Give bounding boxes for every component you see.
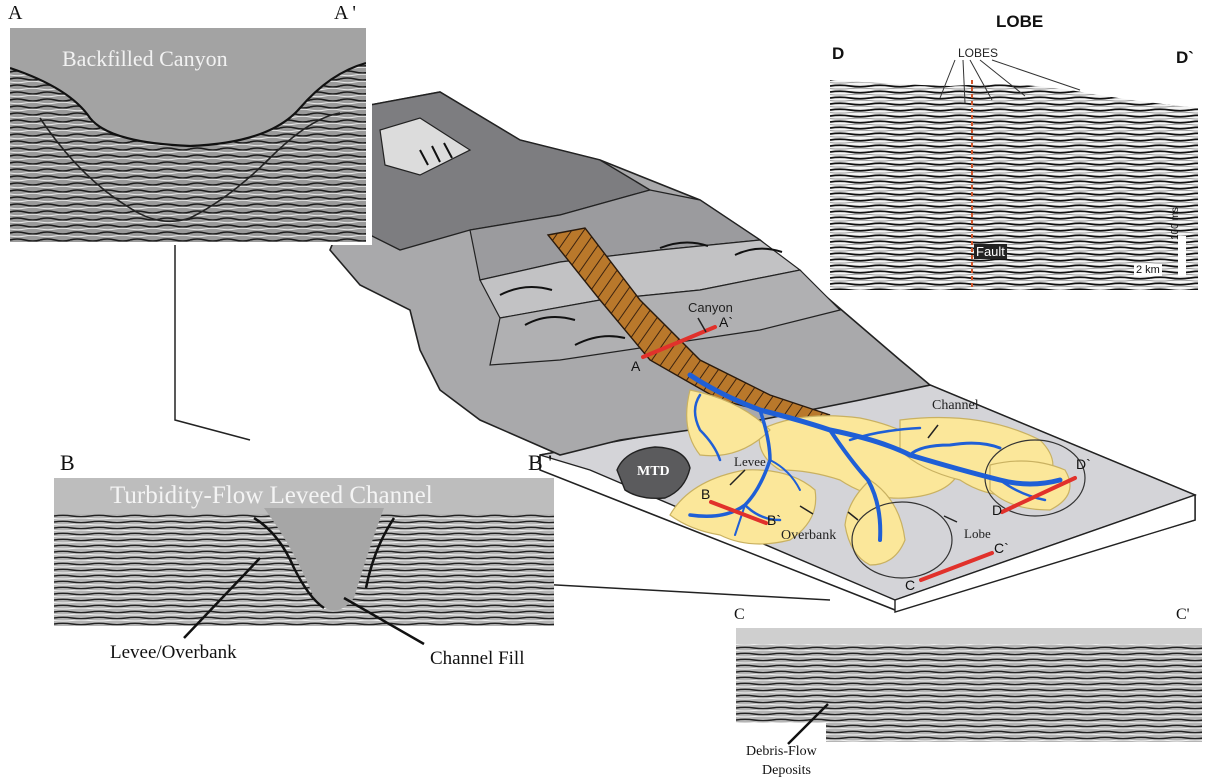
annotation-debris-line1: Debris-Flow: [746, 744, 817, 760]
section-d-right: D`: [1076, 456, 1091, 472]
section-b-left: B: [701, 486, 710, 502]
lobe-label: Lobe: [964, 526, 991, 542]
channel-label: Channel: [932, 398, 979, 414]
section-b-right: B`: [767, 512, 781, 528]
panel-a-title: Backfilled Canyon: [62, 46, 228, 72]
overbank-label: Overbank: [781, 528, 836, 544]
fault-label: Fault: [974, 244, 1007, 259]
canyon-label: Canyon: [688, 300, 733, 315]
label-a-left: A: [8, 2, 22, 25]
section-c-right: C`: [994, 540, 1009, 556]
scale-horizontal: 2 km: [1134, 264, 1162, 276]
panel-d: LOBE D D` LOBES Fault 2 km 100 ms: [820, 8, 1204, 293]
panel-c: C C' Debris-Flow Deposits: [728, 606, 1206, 784]
annotation-debris-line2: Deposits: [762, 763, 811, 779]
section-a-right: A`: [719, 314, 733, 330]
panel-b: B B ' Turbidity-Flow Leveed Channel Leve…: [44, 448, 574, 678]
panel-a: A A ' Backfilled Canyon: [0, 0, 372, 245]
section-a-left: A: [631, 358, 640, 374]
annotation-channel-fill: Channel Fill: [430, 648, 524, 670]
section-c-left: C: [905, 577, 915, 593]
label-a-right: A ': [334, 2, 356, 25]
lobes-leader-lines: [820, 8, 1204, 118]
annotation-levee-overbank: Levee/Overbank: [110, 642, 237, 664]
levee-label: Levee: [734, 454, 766, 470]
mtd-label: MTD: [637, 464, 670, 480]
scale-vertical: 100 ms: [1170, 207, 1181, 240]
section-d-left: D: [992, 502, 1002, 518]
